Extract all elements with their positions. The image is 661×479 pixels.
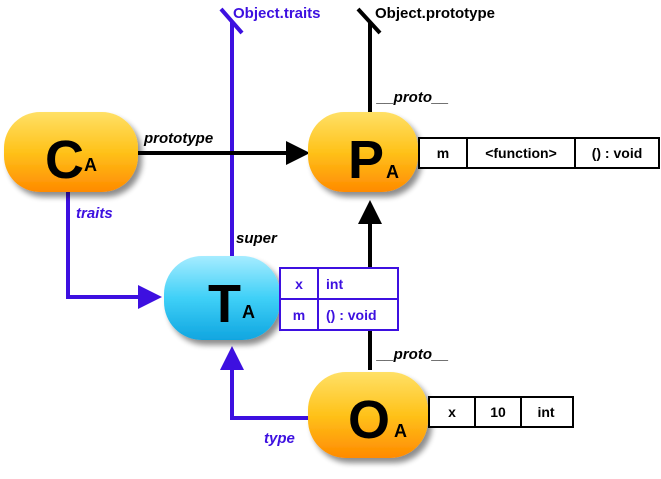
o-table-cell: int xyxy=(537,404,554,420)
node-p-subscript: A xyxy=(386,162,399,182)
node-o-subscript: A xyxy=(394,421,407,441)
type-edge-line xyxy=(230,370,310,420)
node-o-letter: O xyxy=(348,390,390,450)
node-c-shape xyxy=(4,112,138,192)
proto-bottom-edge-arrowhead xyxy=(358,200,382,224)
t-table-cell: () : void xyxy=(326,307,377,323)
o-members-table: x 10 int xyxy=(428,396,574,428)
node-c: C A xyxy=(4,112,138,192)
type-label: type xyxy=(264,430,295,447)
node-c-subscript: A xyxy=(84,155,97,175)
traits-edge-line xyxy=(66,190,138,299)
node-p: P A xyxy=(308,112,418,192)
node-t-letter: T xyxy=(208,274,241,334)
proto-bottom-label: __proto__ xyxy=(376,346,449,363)
object-traits-tick xyxy=(219,7,244,35)
node-t-subscript: A xyxy=(242,302,255,322)
t-table-cell: m xyxy=(293,307,305,323)
t-table-cell: x xyxy=(295,276,303,292)
prototype-label: prototype xyxy=(143,130,213,147)
type-edge-arrowhead xyxy=(220,346,244,370)
p-table-cell: <function> xyxy=(485,145,557,161)
node-t: T A xyxy=(164,256,280,340)
p-table-cell: () : void xyxy=(592,145,643,161)
node-t-shape xyxy=(164,256,280,340)
node-c-letter: C xyxy=(45,130,84,190)
object-prototype-label: Object.prototype xyxy=(375,5,495,22)
node-o: O A xyxy=(308,372,428,458)
prototype-edge-arrowhead xyxy=(286,141,310,165)
o-table-cell: 10 xyxy=(490,404,506,420)
node-o-shape xyxy=(308,372,428,458)
p-table-cell: m xyxy=(437,145,449,161)
super-label: super xyxy=(236,230,278,247)
traits-label: traits xyxy=(76,205,113,222)
o-table-cell: x xyxy=(448,404,456,420)
p-members-table: m <function> () : void xyxy=(418,137,660,169)
t-members-table: x int m () : void xyxy=(279,267,399,331)
proto-top-label: __proto__ xyxy=(376,89,449,106)
t-table-cell: int xyxy=(326,276,343,292)
node-p-shape xyxy=(308,112,418,192)
node-p-letter: P xyxy=(348,130,384,190)
object-prototype-tick xyxy=(356,7,382,35)
object-traits-label: Object.traits xyxy=(233,5,321,22)
traits-edge-arrowhead xyxy=(138,285,162,309)
